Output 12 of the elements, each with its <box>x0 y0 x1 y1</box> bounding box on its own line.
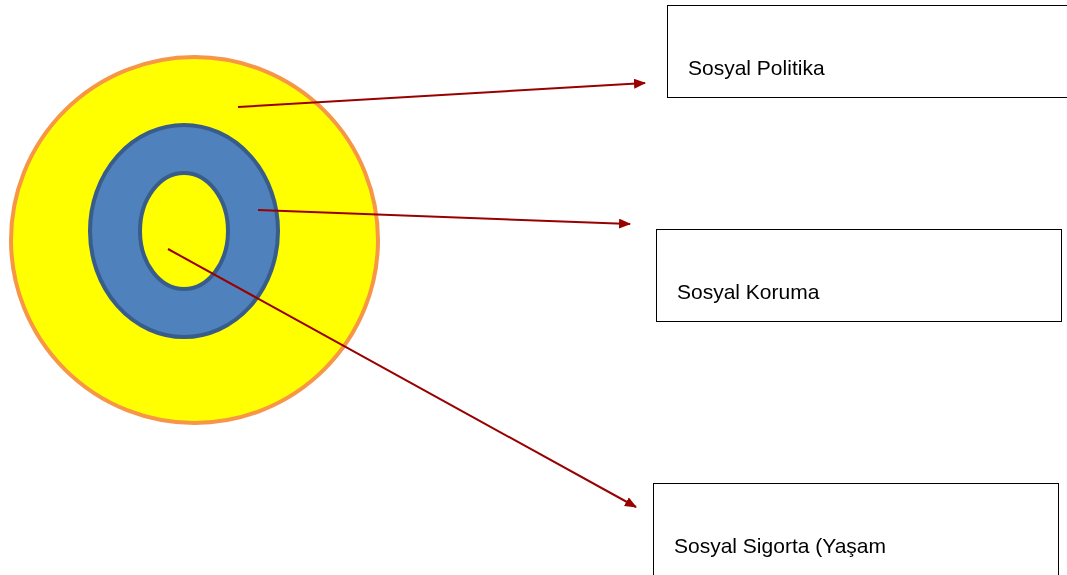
outer-circle <box>9 55 380 425</box>
box-label: Sosyal Sigorta (Yaşam <box>674 534 887 558</box>
text-box <box>667 5 1067 98</box>
text-box <box>656 229 1062 322</box>
arrow <box>237 78 646 108</box>
text-box <box>653 483 1059 575</box>
ring-circle <box>88 123 280 339</box>
box-label: Sosyal Politika <box>688 56 825 80</box>
arrow <box>167 248 637 508</box>
inner-circle <box>138 171 230 291</box>
box-label: Sosyal Koruma <box>677 280 820 304</box>
arrow <box>257 209 631 229</box>
